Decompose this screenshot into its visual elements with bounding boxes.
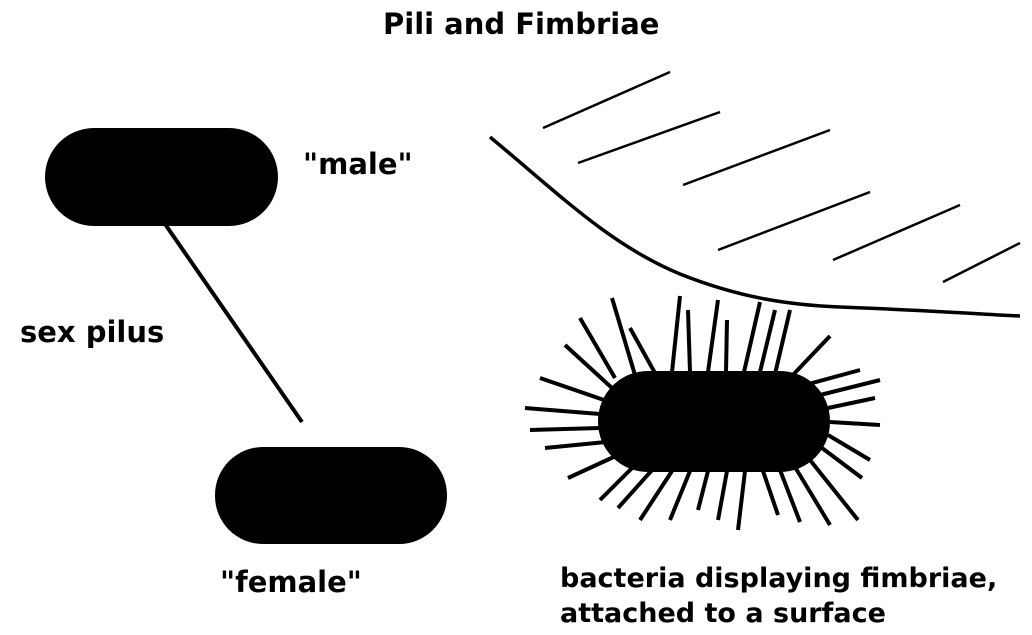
male-bacterium [45, 128, 278, 226]
male-label: "male" [303, 150, 413, 179]
sex-pilus-label: sex pilus [20, 318, 164, 347]
female-label: "female" [220, 568, 362, 597]
surface-boundary [490, 137, 1020, 316]
sex-pilus-line [165, 224, 302, 422]
fimbriated-bacterium [598, 371, 830, 472]
fimbriae-caption-line1: bacteria displaying fimbriae, [560, 565, 997, 592]
fimbriae-caption-line2: attached to a surface [560, 600, 886, 627]
surface-hatching [543, 72, 1020, 282]
diagram-title: Pili and Fimbriae [383, 10, 659, 39]
female-bacterium [215, 447, 447, 544]
